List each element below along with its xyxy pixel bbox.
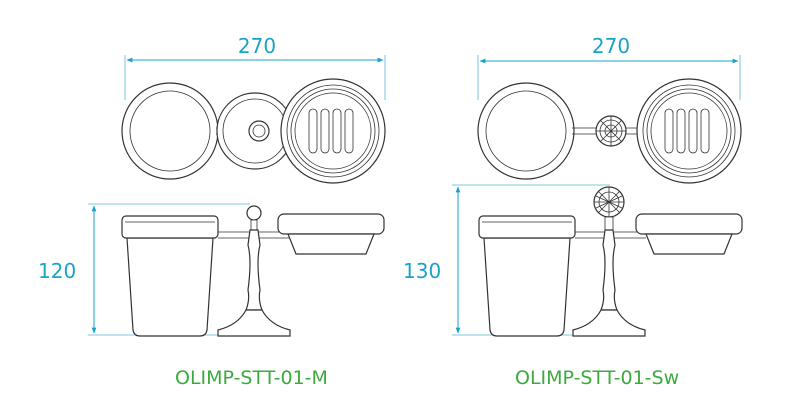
soap-dish-rim: [277, 213, 385, 235]
height-dimension-2: 130: [403, 184, 610, 336]
cup-rim-top: [477, 82, 575, 180]
top-view-2: [477, 78, 742, 184]
glass-cup: [483, 237, 571, 337]
cup-holder-ring: [478, 215, 576, 239]
ball-finial: [246, 205, 262, 221]
height-label-1: 120: [38, 259, 76, 283]
front-view-2: [478, 186, 743, 337]
product-2: 270: [403, 34, 743, 389]
width-dimension-2: 270: [477, 34, 741, 100]
cup-holder-ring: [121, 215, 219, 239]
height-label-2: 130: [403, 259, 441, 283]
glass-cup: [126, 237, 214, 337]
width-label-2: 270: [592, 34, 630, 58]
stand-base: [572, 309, 646, 337]
width-dimension-1: 270: [124, 34, 386, 100]
stand-column: [600, 229, 618, 311]
stand-base: [217, 309, 291, 337]
ball-finial-top: [248, 120, 270, 142]
crystal-finial: [593, 186, 625, 218]
soap-dish-rim: [635, 213, 743, 235]
stand-column: [245, 229, 263, 311]
soap-dish-bowl: [287, 233, 375, 255]
model-label-2: OLIMP-STT-01-Sw: [515, 367, 679, 389]
front-view-1: [121, 205, 385, 337]
cup-rim-top: [121, 82, 219, 180]
top-view-1: [121, 78, 386, 184]
soap-dish-bowl: [645, 233, 733, 255]
width-label-1: 270: [238, 34, 276, 58]
product-1: 270 120: [38, 34, 386, 389]
model-label-1: OLIMP-STT-01-M: [175, 367, 328, 389]
